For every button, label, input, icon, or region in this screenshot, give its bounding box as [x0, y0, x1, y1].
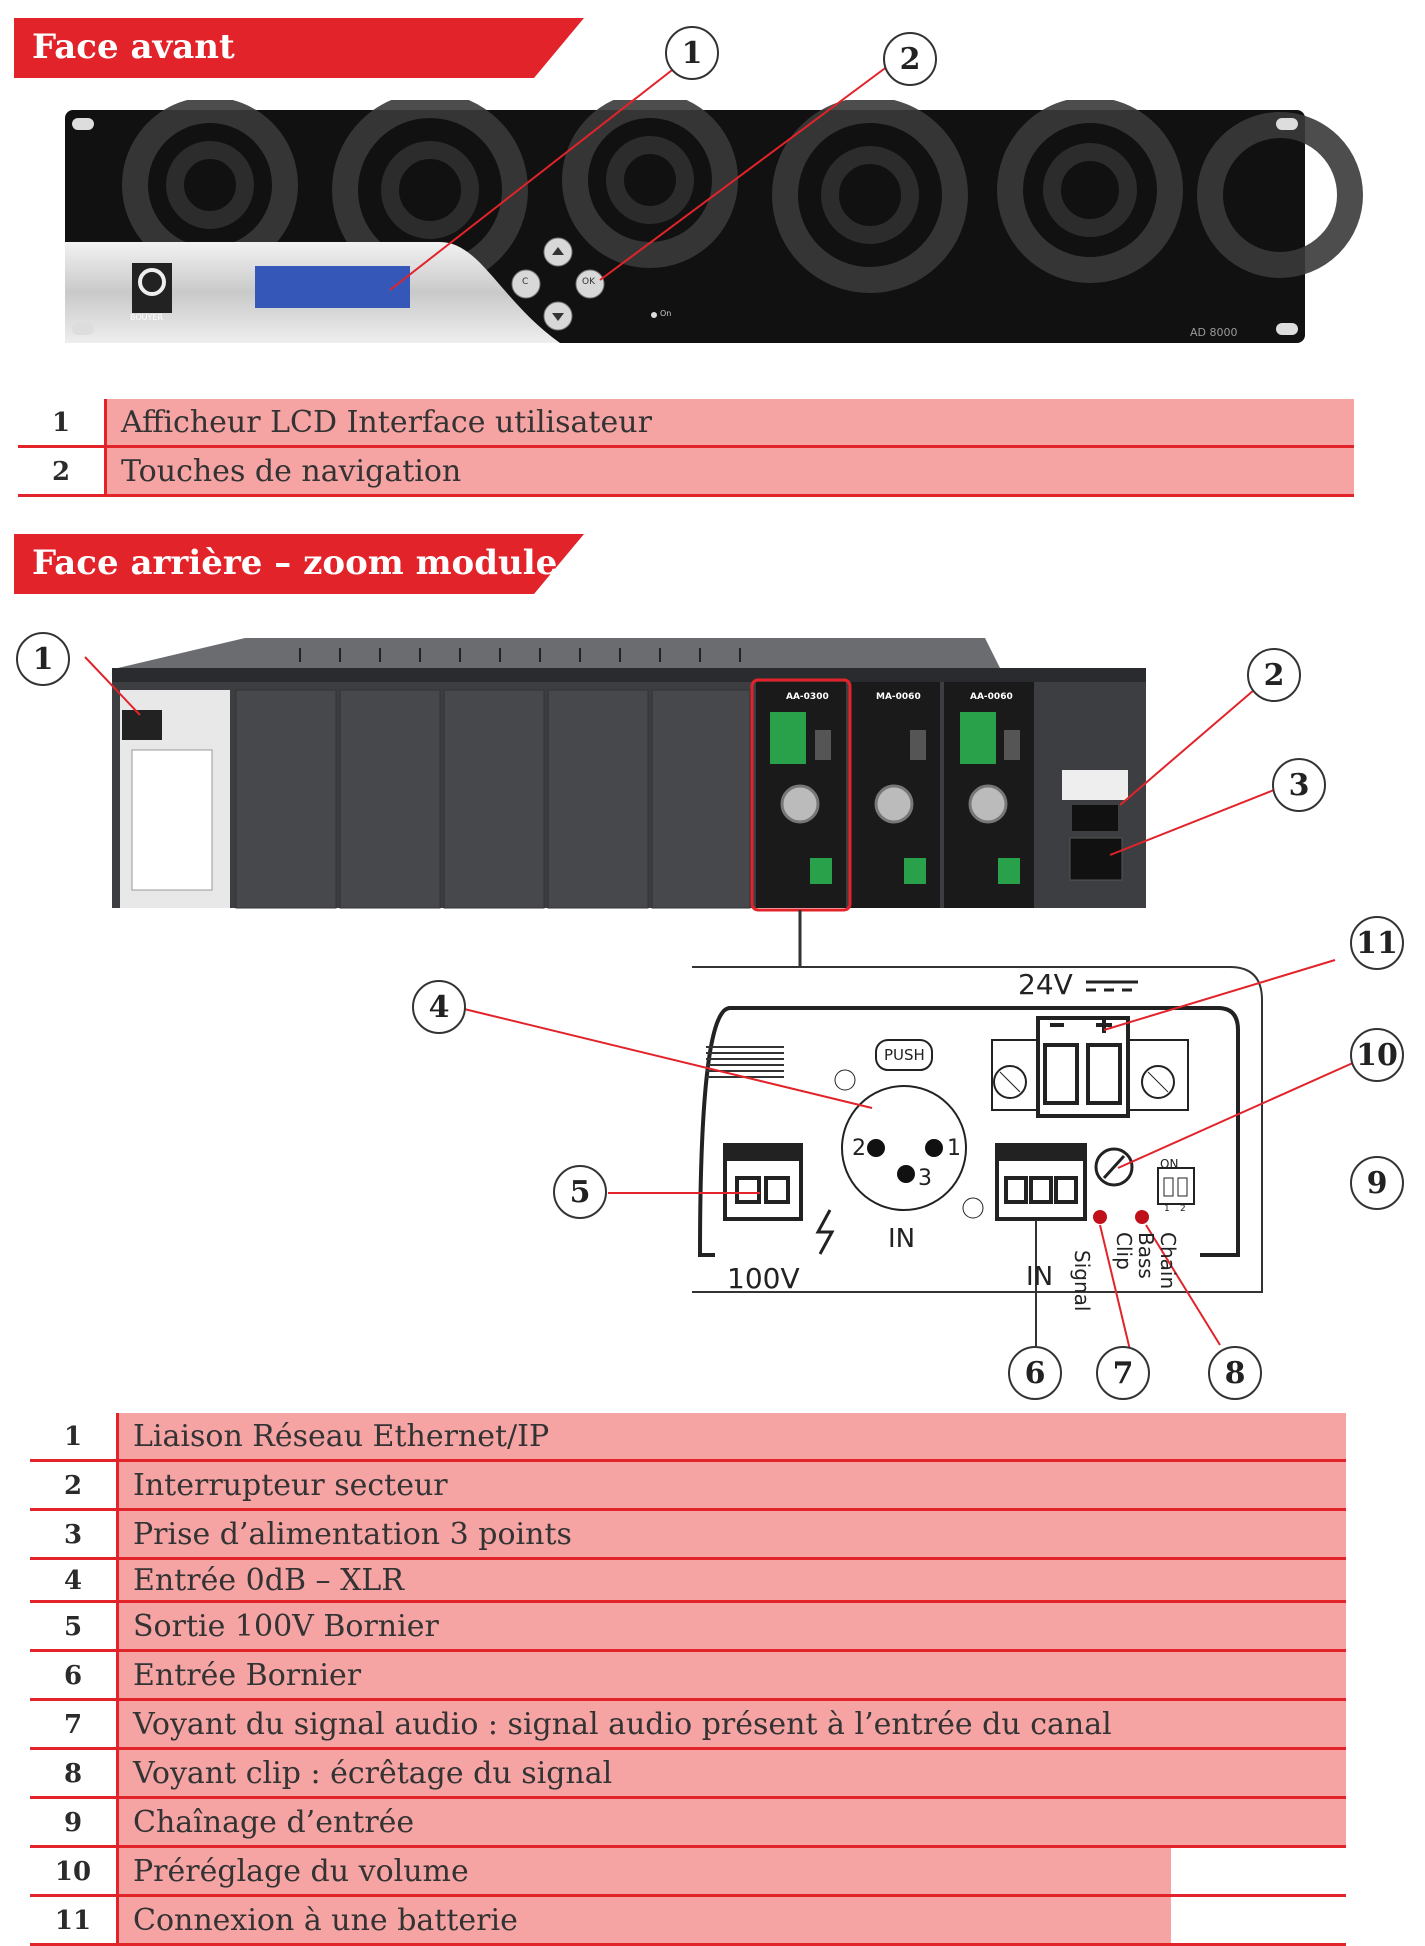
- front-legend: 1 Afficheur LCD Interface utilisateur 2 …: [18, 399, 1354, 497]
- front-callout-1: 1: [665, 26, 719, 80]
- legend-text: Voyant du signal audio : signal audio pr…: [116, 1701, 1346, 1747]
- front-leader-lines: [389, 59, 889, 291]
- legend-row: 10 Préréglage du volume: [30, 1848, 1346, 1897]
- label-pin-3: 3: [918, 1166, 932, 1191]
- rear-callout-4: 4: [412, 980, 466, 1034]
- label-dip-2: 2: [1180, 1204, 1186, 1214]
- legend-row: 3 Prise d’alimentation 3 points: [30, 1511, 1346, 1560]
- module-label: AA-0300: [786, 692, 829, 702]
- label-signal: Signal: [1070, 1250, 1094, 1312]
- rear-callout-7: 7: [1096, 1346, 1150, 1400]
- module-label: MA-0060: [876, 692, 921, 702]
- legend-num: 6: [63, 1661, 83, 1691]
- front-section-title: Face avant: [32, 27, 235, 67]
- legend-num: 4: [63, 1566, 83, 1596]
- legend-num: 3: [63, 1520, 83, 1550]
- legend-text: Touches de navigation: [104, 448, 1354, 494]
- rear-callout-9: 9: [1350, 1156, 1404, 1210]
- rear-section-title: Face arrière – zoom module: [32, 543, 558, 583]
- legend-num: 5: [63, 1612, 83, 1642]
- label-clip: Clip: [1112, 1232, 1136, 1270]
- btn-ok-label: OK: [582, 277, 595, 287]
- label-pin-2: 2: [852, 1136, 866, 1161]
- legend-num: 9: [63, 1808, 83, 1838]
- legend-text: Liaison Réseau Ethernet/IP: [116, 1413, 1346, 1459]
- legend-row: 9 Chaînage d’entrée: [30, 1799, 1346, 1848]
- legend-text: Entrée Bornier: [116, 1652, 1346, 1698]
- legend-row: 2 Interrupteur secteur: [30, 1462, 1346, 1511]
- rear-section-banner: Face arrière – zoom module: [14, 534, 584, 594]
- front-panel-image: [65, 100, 1363, 343]
- rear-callout-6: 6: [1008, 1346, 1062, 1400]
- legend-text: Afficheur LCD Interface utilisateur: [104, 399, 1354, 445]
- front-brand: BOUYER: [130, 313, 163, 322]
- rear-legend: 1 Liaison Réseau Ethernet/IP 2 Interrupt…: [30, 1413, 1346, 1946]
- rear-callout-5: 5: [553, 1165, 607, 1219]
- rear-callout-3: 3: [1272, 758, 1326, 812]
- label-24v: 24V: [1018, 968, 1073, 1001]
- legend-num: 10: [54, 1857, 92, 1887]
- legend-num: 1: [51, 408, 71, 438]
- legend-text: Entrée 0dB – XLR: [116, 1560, 1346, 1600]
- legend-num: 11: [54, 1906, 92, 1936]
- rear-callout-2: 2: [1247, 648, 1301, 702]
- legend-text: Connexion à une batterie: [116, 1897, 1171, 1943]
- banner-shape: [14, 534, 584, 594]
- legend-num: 8: [63, 1759, 83, 1789]
- btn-c-label: C: [522, 277, 529, 287]
- label-dip-1: 1: [1164, 1204, 1170, 1214]
- legend-num: 7: [63, 1710, 83, 1740]
- rear-callout-8: 8: [1208, 1346, 1262, 1400]
- legend-row: 7 Voyant du signal audio : signal audio …: [30, 1701, 1346, 1750]
- label-in-terminal: IN: [1026, 1262, 1054, 1292]
- legend-row: 6 Entrée Bornier: [30, 1652, 1346, 1701]
- legend-text: Préréglage du volume: [116, 1848, 1171, 1894]
- legend-row: 11 Connexion à une batterie: [30, 1897, 1346, 1946]
- rear-callout-11: 11: [1350, 916, 1404, 970]
- legend-text: Sortie 100V Bornier: [116, 1603, 1346, 1649]
- legend-row: 8 Voyant clip : écrêtage du signal: [30, 1750, 1346, 1799]
- front-callout-2: 2: [883, 32, 937, 86]
- label-pin-1: 1: [947, 1136, 961, 1161]
- front-model: AD 8000: [1190, 326, 1238, 339]
- rear-callout-10: 10: [1350, 1028, 1404, 1082]
- label-100v: 100V: [727, 1262, 800, 1295]
- label-chain: Chain: [1156, 1232, 1180, 1290]
- legend-num: 1: [63, 1422, 83, 1452]
- label-in-xlr: IN: [888, 1224, 916, 1254]
- label-bass: Bass: [1134, 1232, 1158, 1279]
- legend-row: 1 Liaison Réseau Ethernet/IP: [30, 1413, 1346, 1462]
- legend-row: 4 Entrée 0dB – XLR: [30, 1560, 1346, 1603]
- legend-num: 2: [51, 457, 71, 487]
- front-section-banner: Face avant: [14, 18, 584, 78]
- label-push: PUSH: [884, 1046, 925, 1064]
- rear-callout-1: 1: [16, 632, 70, 686]
- banner-shape: [14, 18, 584, 78]
- module-label: AA-0060: [970, 692, 1013, 702]
- legend-row: 1 Afficheur LCD Interface utilisateur: [18, 399, 1354, 448]
- legend-row: 2 Touches de navigation: [18, 448, 1354, 497]
- legend-text: Chaînage d’entrée: [116, 1799, 1346, 1845]
- legend-row: 5 Sortie 100V Bornier: [30, 1603, 1346, 1652]
- legend-num: 2: [63, 1471, 83, 1501]
- label-on: ON: [1160, 1157, 1179, 1171]
- rear-panel-image: [112, 638, 1146, 912]
- legend-text: Interrupteur secteur: [116, 1462, 1346, 1508]
- on-indicator-label: On: [660, 309, 672, 318]
- legend-text: Prise d’alimentation 3 points: [116, 1511, 1346, 1557]
- legend-text: Voyant clip : écrêtage du signal: [116, 1750, 1346, 1796]
